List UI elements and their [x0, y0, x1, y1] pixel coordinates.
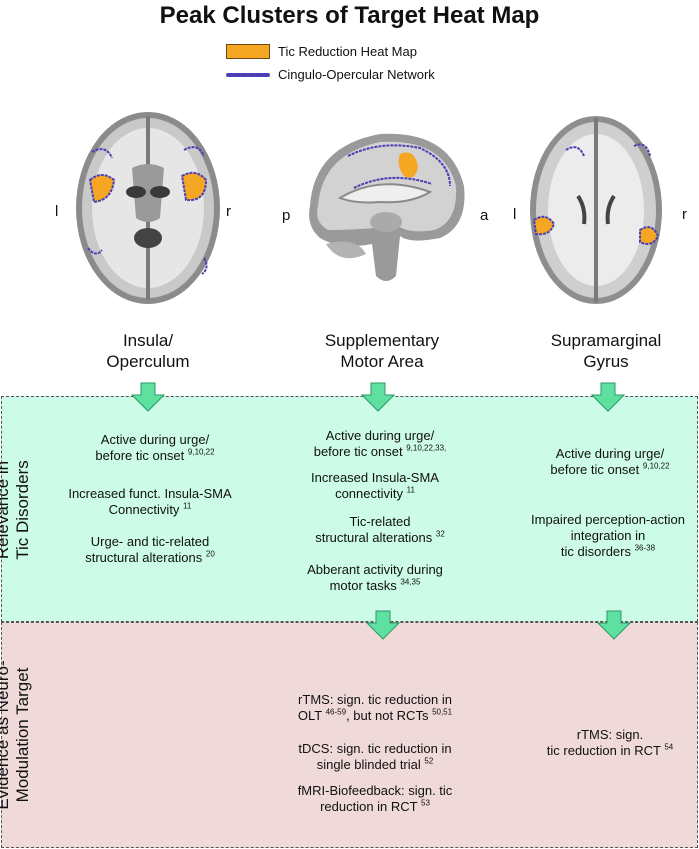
region-sma: Supplementary Motor Area: [324, 331, 440, 371]
relevance-sma-1: Active during urge/ before tic onset 9,1…: [313, 428, 447, 459]
legend-heat: Tic Reduction Heat Map: [226, 44, 417, 59]
relevance-insula-3: Urge- and tic-related structural alterat…: [85, 534, 215, 565]
relevance-sma-4: Abberant activity during motor tasks 34,…: [307, 562, 443, 593]
brain-axial-supramarginal: [530, 116, 662, 304]
relevance-insula-2: Increased funct. Insula-SMA Connectivity…: [68, 486, 232, 517]
region-supramarginal: Supramarginal Gyrus: [550, 331, 662, 371]
relevance-insula-1: Active during urge/ before tic onset 9,1…: [95, 432, 215, 463]
brain-axial-insula: [76, 112, 220, 304]
evidence-sma-1: rTMS: sign. tic reduction in OLT 46-59, …: [297, 692, 453, 723]
row-label-relevance: Relevance in Tic Disorders: [0, 460, 32, 560]
brain-sagittal-sma: [309, 133, 465, 281]
relevance-smg-1: Active during urge/ before tic onset 9,1…: [550, 446, 670, 477]
side-label-posterior: p: [282, 207, 291, 224]
side-label-anterior: a: [480, 207, 489, 224]
side-label-left: l: [55, 203, 59, 220]
relevance-panel: [1, 396, 698, 622]
arrow-down-icon: [131, 382, 165, 412]
legend-network-label: Cingulo-Opercular Network: [278, 67, 435, 82]
page-title: Peak Clusters of Target Heat Map: [159, 2, 540, 29]
heat-swatch-icon: [226, 44, 270, 59]
region-insula: Insula/ Operculum: [106, 331, 190, 371]
evidence-sma-3: fMRI-Biofeedback: sign. tic reduction in…: [297, 783, 453, 814]
evidence-smg-1: rTMS: sign. tic reduction in RCT 54: [546, 727, 674, 758]
side-label-left-2: l: [513, 206, 517, 223]
arrow-down-icon: [361, 382, 395, 412]
legend-heat-label: Tic Reduction Heat Map: [278, 44, 417, 59]
evidence-panel: [1, 622, 698, 848]
arrow-down-icon: [597, 610, 631, 640]
side-label-right: r: [226, 203, 231, 220]
relevance-sma-3: Tic-related structural alterations 32: [315, 514, 445, 545]
evidence-sma-2: tDCS: sign. tic reduction in single blin…: [298, 741, 452, 772]
side-label-right-2: r: [682, 206, 687, 223]
network-dash-icon: [226, 72, 270, 77]
arrow-down-icon: [366, 610, 400, 640]
relevance-sma-2: Increased Insula-SMA connectivity 11: [311, 470, 439, 501]
relevance-smg-2: Impaired perception-action integration i…: [531, 512, 685, 559]
arrow-down-icon: [591, 382, 625, 412]
row-label-evidence: Evidence as Neuro- Modulation Target: [0, 660, 32, 810]
legend-network: Cingulo-Opercular Network: [226, 67, 435, 82]
